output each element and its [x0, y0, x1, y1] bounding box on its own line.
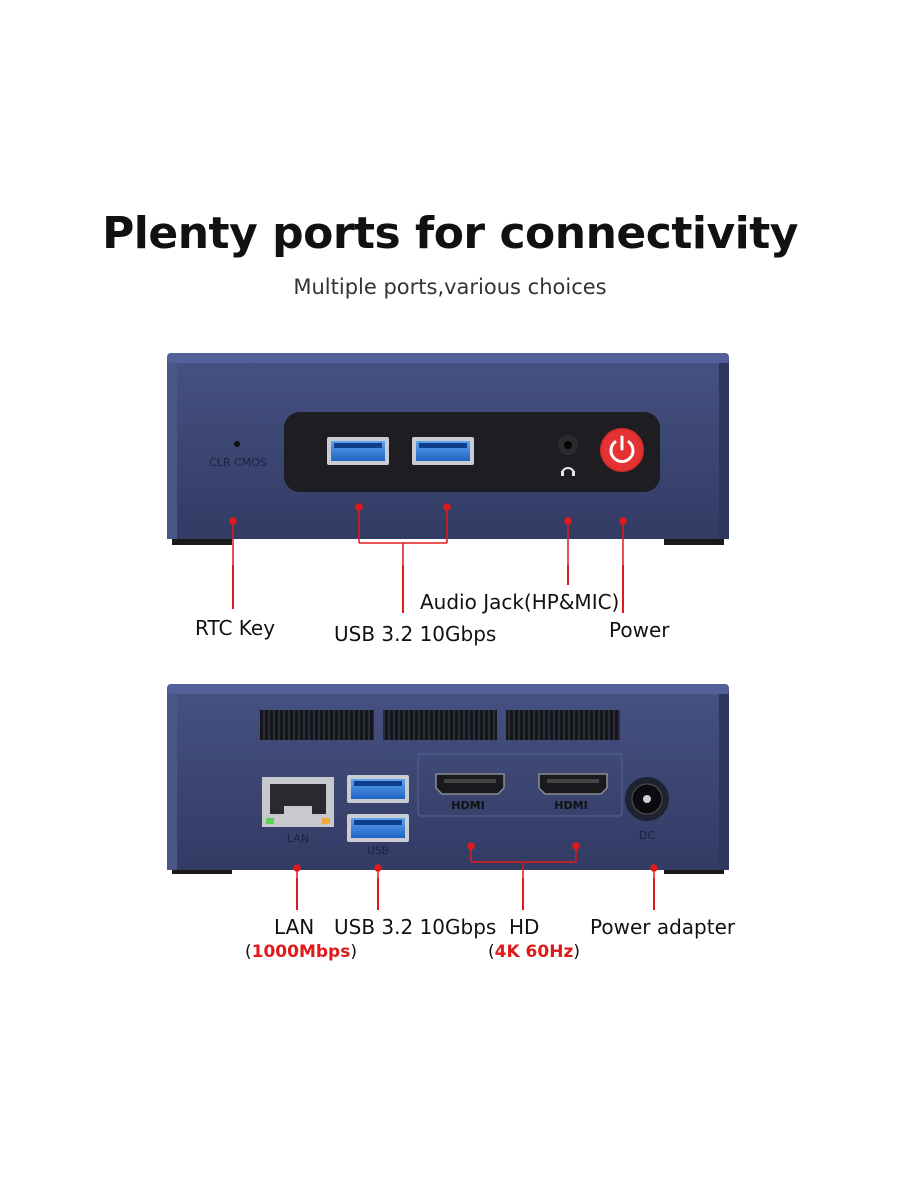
- front-usb-port-2[interactable]: [412, 437, 474, 465]
- callout-tail-power: [622, 565, 624, 613]
- clr-cmos-label: CLR CMOS: [209, 456, 267, 469]
- back-usb-port-2[interactable]: [347, 814, 409, 842]
- label-power: Power: [609, 618, 670, 642]
- hdmi-port-1[interactable]: [435, 773, 505, 795]
- usb-port-label: USB: [367, 844, 390, 857]
- label-lan: LAN: [274, 915, 315, 939]
- lan-port[interactable]: [262, 777, 334, 827]
- callout-tail-hd: [522, 878, 524, 910]
- back-usb-port-1[interactable]: [347, 775, 409, 803]
- label-rtc-key: RTC Key: [195, 616, 276, 640]
- label-lan-speed: (1000Mbps): [245, 942, 357, 962]
- hdmi-recess: [417, 753, 623, 817]
- power-icon: [609, 435, 635, 463]
- callout-tail-dc: [653, 878, 655, 910]
- label-front-usb: USB 3.2 10Gbps: [334, 622, 497, 646]
- hdmi-logo-1: HDMI: [451, 799, 484, 812]
- label-audio-jack: Audio Jack(HP&MIC): [420, 590, 620, 614]
- callout-tail-back-usb: [377, 878, 379, 910]
- label-hd: HD: [509, 915, 540, 939]
- back-panel-view: LAN USB HDMI HDMI DC: [167, 684, 729, 878]
- callout-tail-audio: [567, 565, 569, 585]
- headset-icon: [561, 467, 575, 476]
- front-callouts: [229, 503, 627, 565]
- label-back-usb: USB 3.2 10Gbps: [334, 915, 497, 939]
- vent-grille-2: [383, 710, 497, 740]
- chassis-edge-right: [719, 363, 729, 539]
- chassis-top-edge: [167, 353, 729, 363]
- clr-cmos-pinhole[interactable]: [234, 441, 240, 447]
- hdmi-port-2[interactable]: [538, 773, 608, 795]
- vent-grille-3: [506, 710, 620, 740]
- chassis-back-edge-right: [719, 694, 729, 870]
- chassis-edge-left: [167, 363, 177, 539]
- chassis-back-edge-left: [167, 694, 177, 870]
- callout-tail-usb: [402, 565, 404, 613]
- front-usb-port-1[interactable]: [327, 437, 389, 465]
- dc-port-label: DC: [639, 829, 655, 842]
- dc-jack[interactable]: [625, 777, 669, 821]
- label-power-adapter: Power adapter: [590, 915, 736, 939]
- vent-grille-1: [260, 710, 374, 740]
- audio-jack[interactable]: [558, 435, 578, 455]
- page-title: Plenty ports for connectivity: [102, 208, 798, 259]
- chassis-back-top-edge: [167, 684, 729, 694]
- lan-port-label: LAN: [287, 832, 309, 845]
- front-panel-view: CLR CMOS: [167, 353, 729, 565]
- hdmi-logo-2: HDMI: [554, 799, 587, 812]
- label-hd-resolution: (4K 60Hz): [488, 942, 580, 962]
- page-subtitle: Multiple ports,various choices: [293, 275, 607, 299]
- callout-tail-rtc: [232, 565, 234, 609]
- back-callouts: [293, 842, 658, 878]
- callout-tail-lan: [296, 878, 298, 910]
